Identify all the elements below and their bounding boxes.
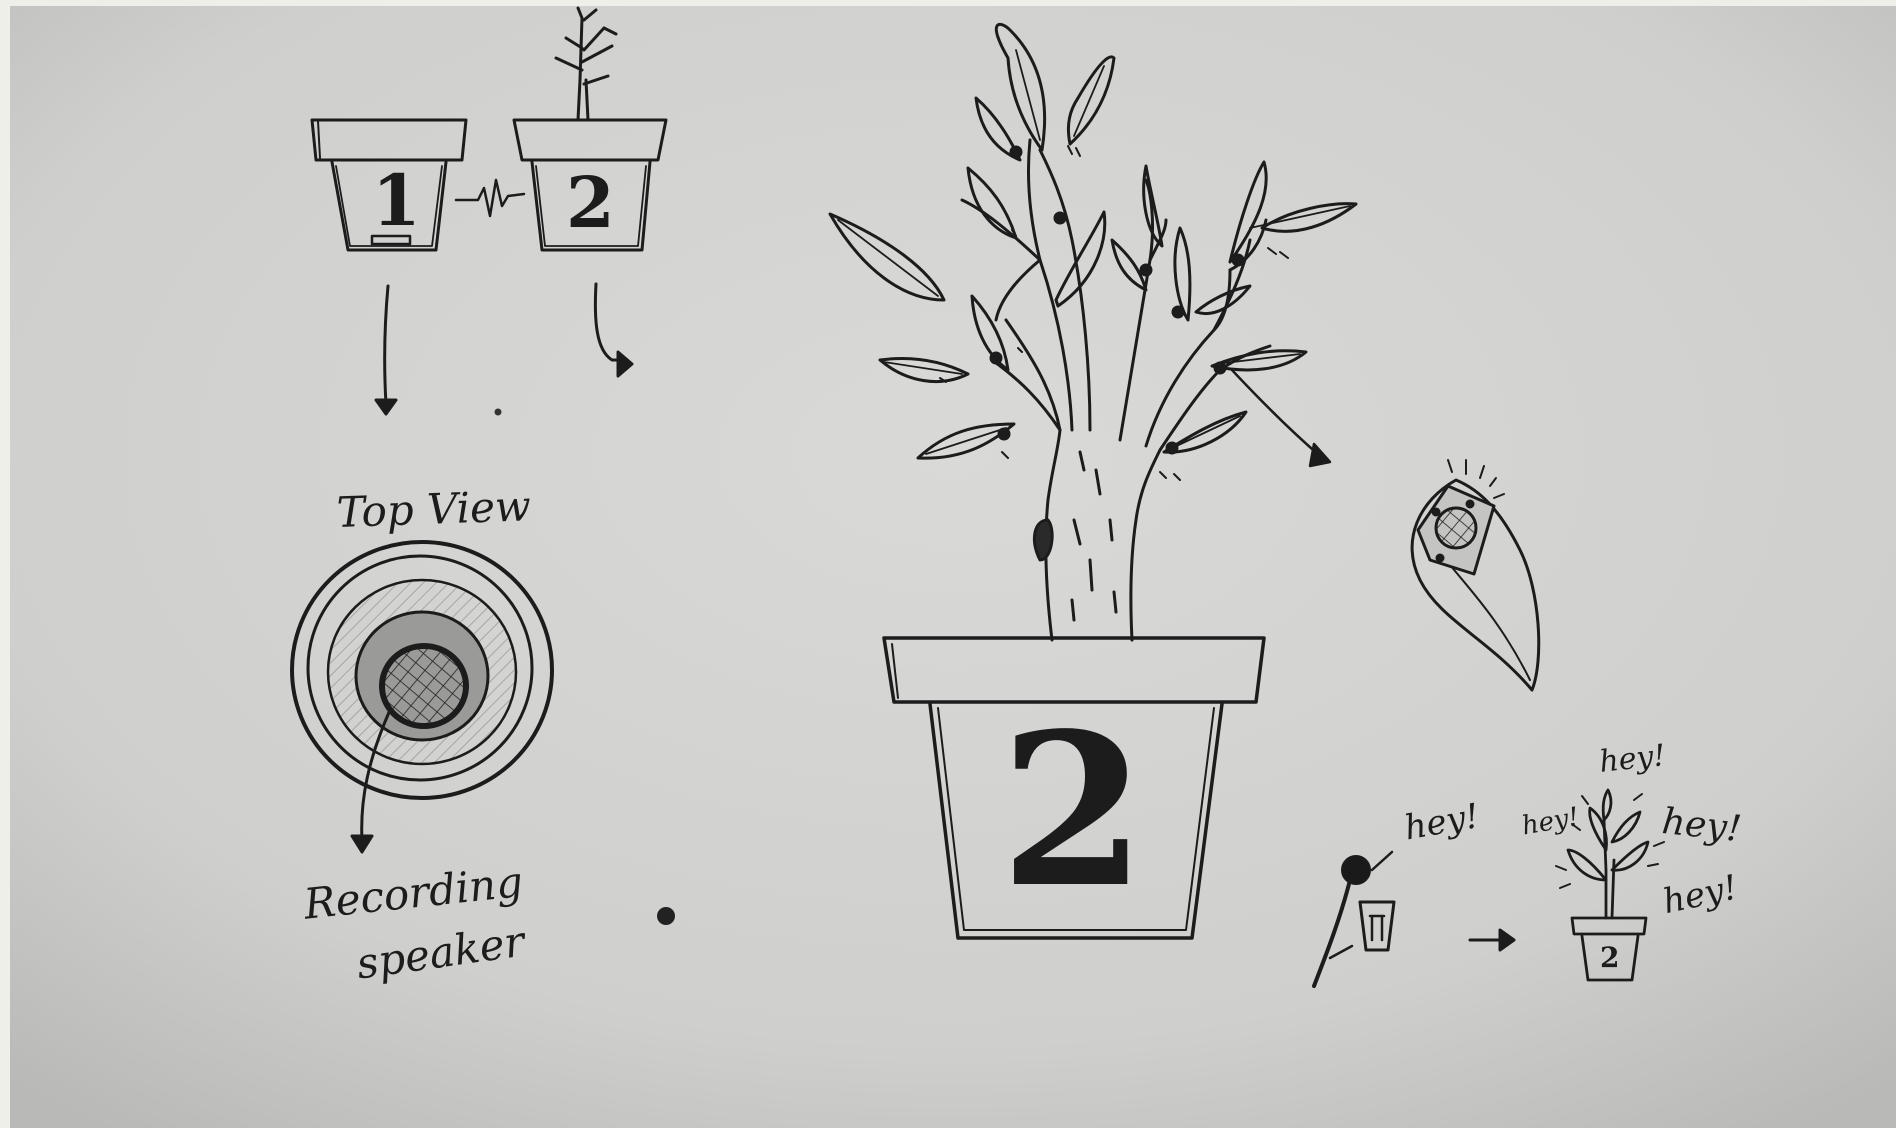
paper-dot-large: [657, 907, 675, 925]
small-pot-1-number: 1: [372, 166, 421, 236]
tiny-pot-number: 2: [1600, 944, 1619, 972]
large-pot-number: 2: [1000, 706, 1146, 916]
top-view-disc: [292, 542, 552, 798]
label-hey-right: hey!: [1660, 804, 1743, 848]
label-hey-top: hey!: [1598, 741, 1667, 778]
small-pot-2-number: 2: [566, 168, 615, 238]
label-top-view: Top View: [336, 485, 531, 534]
paper-dot-small: [495, 409, 502, 416]
